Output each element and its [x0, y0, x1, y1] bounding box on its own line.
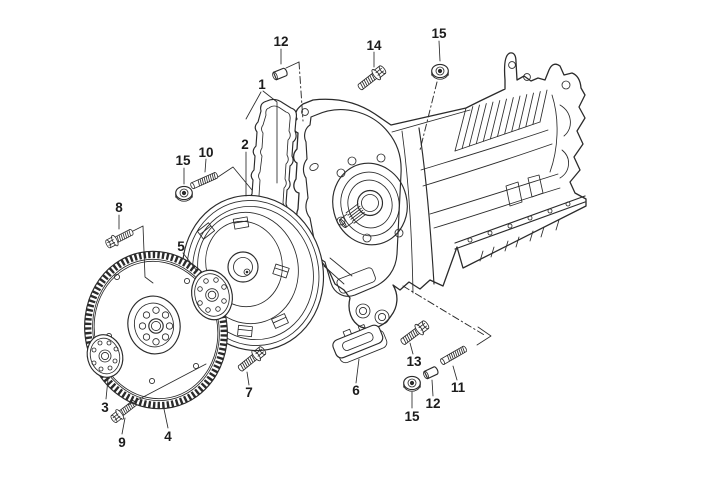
mount-bracket [332, 324, 388, 364]
callout-15-top: 15 [431, 26, 447, 41]
oil-pan [454, 195, 586, 262]
bolt-13 [397, 318, 432, 349]
callout-4: 4 [164, 429, 172, 444]
callout-9: 9 [118, 435, 126, 450]
callout-13: 13 [406, 354, 422, 369]
input-shaft [339, 203, 367, 229]
callout-7: 7 [245, 385, 253, 400]
callout-5: 5 [177, 239, 185, 254]
callout-15-bottom: 15 [404, 409, 420, 424]
callouts: 12 14 15 1 2 10 15 8 5 3 9 4 7 6 13 15 1… [101, 26, 465, 450]
callout-6: 6 [352, 383, 360, 398]
callout-10: 10 [198, 145, 213, 160]
flywheel-bolt-holes [138, 306, 174, 346]
callout-12-bottom: 12 [425, 396, 440, 411]
nut-15-bottom [403, 375, 421, 392]
bolt-14 [354, 63, 389, 94]
pump-face [332, 153, 408, 246]
spacer-plate [86, 334, 124, 378]
rear-cover-details [508, 61, 571, 179]
dowel-12-top [271, 67, 289, 82]
callout-11: 11 [451, 380, 466, 395]
drive-plate-holes [197, 277, 227, 313]
front-mount-boss [323, 257, 390, 325]
callout-3: 3 [101, 400, 109, 415]
stud-11 [439, 345, 468, 366]
transmission-housing [292, 52, 587, 330]
nut-15-left [175, 185, 193, 202]
spacer-plate-holes [91, 340, 119, 372]
stud-10 [189, 171, 219, 190]
converter-lugs [196, 216, 290, 338]
bolt-8 [103, 226, 136, 251]
drive-plate [191, 269, 233, 321]
callout-12-top: 12 [273, 34, 288, 49]
callout-2: 2 [241, 137, 249, 152]
pump-bolts [336, 153, 404, 243]
case-ribs [454, 89, 548, 152]
callout-14: 14 [366, 38, 382, 53]
nut-15-top [431, 63, 449, 80]
sleeve-12-bottom [421, 365, 440, 381]
callout-1: 1 [258, 77, 266, 92]
callout-15-left: 15 [175, 153, 191, 168]
leader-lines [105, 40, 492, 435]
callout-8: 8 [115, 200, 123, 215]
